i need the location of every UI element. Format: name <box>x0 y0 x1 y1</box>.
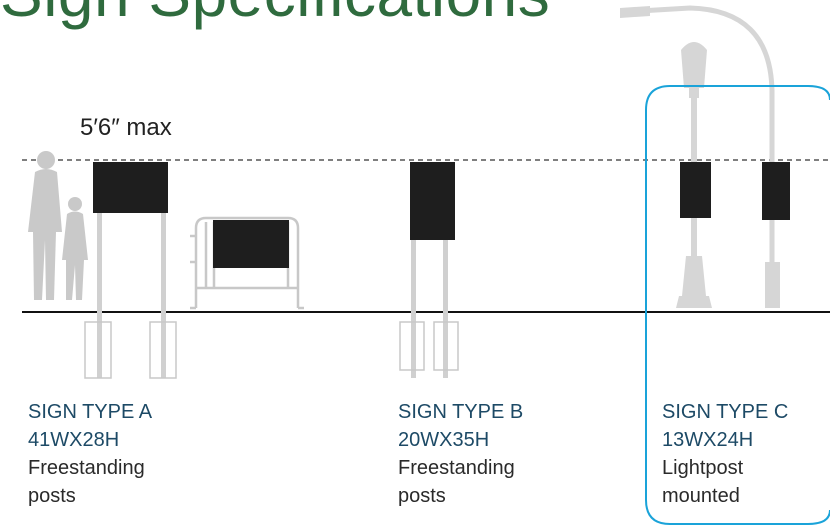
sign-c-type: SIGN TYPE C <box>662 401 789 423</box>
sign-b-post-left <box>411 238 416 378</box>
sign-a-desc-2: posts <box>28 485 76 507</box>
sign-a-panel <box>93 162 168 213</box>
sign-a-desc-1: Freestanding <box>28 457 145 479</box>
sign-b-type: SIGN TYPE B <box>398 401 524 423</box>
sign-a-type: SIGN TYPE A <box>28 401 153 423</box>
sign-a-assembly <box>84 162 177 379</box>
lightpost-modern-base <box>765 262 780 308</box>
height-limit-label: 5′6″ max <box>80 114 172 141</box>
sign-b-desc-2: posts <box>398 485 446 507</box>
sign-a-post-left <box>97 210 102 378</box>
people-silhouette <box>28 151 88 300</box>
sign-c-size: 13WX24H <box>662 429 754 451</box>
sign-c-desc-2: mounted <box>662 485 740 507</box>
sign-a-size: 41WX28H <box>28 429 120 451</box>
sign-b-footing-right <box>433 321 459 371</box>
sign-a-footing-left <box>84 321 112 379</box>
sign-b-assembly <box>399 162 459 378</box>
sign-c-highlight-box <box>645 85 830 525</box>
sign-a-post-right <box>161 210 166 378</box>
sign-b-panel <box>410 162 455 240</box>
sign-b-post-right <box>443 238 448 378</box>
sign-a-footing-right <box>149 321 177 379</box>
sign-c-desc-1: Lightpost <box>662 457 744 479</box>
lightpost-modern-head <box>620 6 650 18</box>
sign-c-panel-left <box>680 162 711 218</box>
sign-a-label: SIGN TYPE A 41WX28H Freestanding posts <box>28 398 152 510</box>
lightpost-modern <box>621 5 775 264</box>
sign-c-panel-right <box>762 162 790 220</box>
barricade-sign-panel <box>213 220 289 268</box>
sign-b-size: 20WX35H <box>398 429 490 451</box>
sign-b-footing-left <box>399 321 425 371</box>
page-title: Sign Specifications <box>0 0 550 26</box>
sign-b-label: SIGN TYPE B 20WX35H Freestanding posts <box>398 398 523 510</box>
sign-c-label: SIGN TYPE C 13WX24H Lightpost mounted <box>662 398 788 510</box>
sign-b-desc-1: Freestanding <box>398 457 515 479</box>
